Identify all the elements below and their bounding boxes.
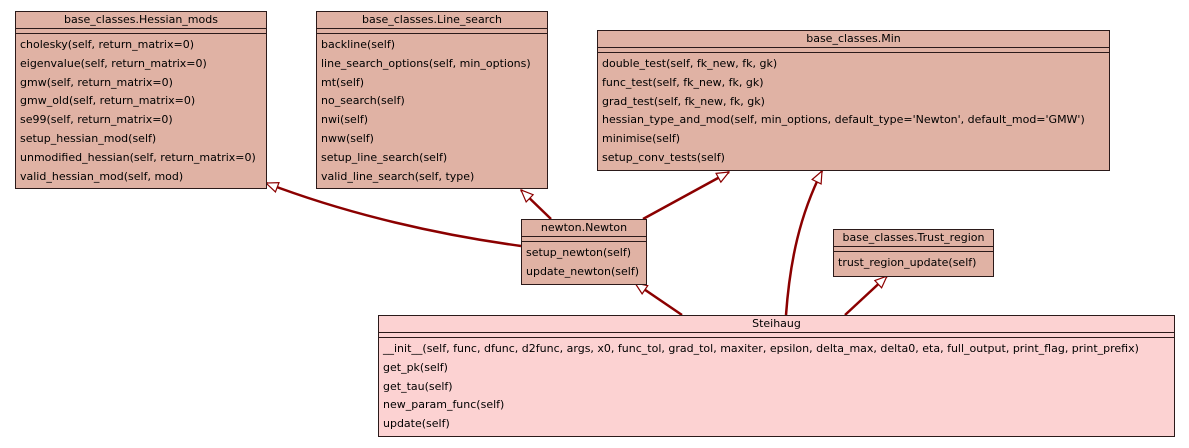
methods-compartment: cholesky(self, return_matrix=0) eigenval… <box>16 34 266 186</box>
class-name: newton.Newton <box>522 220 646 237</box>
method: no_search(self) <box>321 94 405 108</box>
edge-newton-to-hessian-mods <box>266 181 522 248</box>
method: setup_conv_tests(self) <box>602 150 725 164</box>
class-name: base_classes.Hessian_mods <box>16 12 266 29</box>
method: setup_hessian_mod(self) <box>20 131 157 145</box>
attributes-compartment <box>598 48 1109 53</box>
method: nww(self) <box>321 131 374 145</box>
edge-newton-to-min <box>642 170 729 221</box>
method: __init__(self, func, dfunc, d2func, args… <box>383 342 1139 355</box>
method: gmw_old(self, return_matrix=0) <box>20 94 196 108</box>
method: se99(self, return_matrix=0) <box>20 113 173 127</box>
edge-newton-to-line-search <box>521 190 552 220</box>
methods-compartment: __init__(self, func, dfunc, d2func, args… <box>379 338 1174 434</box>
method: setup_line_search(self) <box>321 150 448 164</box>
class-min[interactable]: base_classes.Min double_test(self, fk_ne… <box>597 30 1110 171</box>
method: mt(self) <box>321 75 365 89</box>
method: get_tau(self) <box>383 379 453 393</box>
class-trust-region[interactable]: base_classes.Trust_region trust_region_u… <box>833 229 994 277</box>
class-name: base_classes.Trust_region <box>834 230 993 247</box>
methods-compartment: trust_region_update(self) <box>834 252 993 273</box>
method: nwi(self) <box>321 113 369 127</box>
attributes-compartment <box>317 29 547 34</box>
method: get_pk(self) <box>383 360 448 374</box>
method: double_test(self, fk_new, fk, gk) <box>602 57 778 70</box>
method: trust_region_update(self) <box>838 256 977 269</box>
method: update_newton(self) <box>526 264 640 278</box>
method: line_search_options(self, min_options) <box>321 56 531 70</box>
class-steihaug[interactable]: Steihaug __init__(self, func, dfunc, d2f… <box>378 315 1175 437</box>
attributes-compartment <box>16 29 266 34</box>
method: eigenvalue(self, return_matrix=0) <box>20 56 207 70</box>
method: new_param_func(self) <box>383 398 505 412</box>
method: func_test(self, fk_new, fk, gk) <box>602 75 764 89</box>
edge-steihaug-to-trust-region <box>844 276 887 316</box>
method: hessian_type_and_mod(self, min_options, … <box>602 113 1085 127</box>
method: backline(self) <box>321 38 396 51</box>
method: unmodified_hessian(self, return_matrix=0… <box>20 150 256 164</box>
class-name: Steihaug <box>379 316 1174 333</box>
attributes-compartment <box>522 237 646 242</box>
methods-compartment: double_test(self, fk_new, fk, gk) func_t… <box>598 53 1109 168</box>
method: setup_newton(self) <box>526 246 632 259</box>
method: gmw(self, return_matrix=0) <box>20 75 173 89</box>
method: minimise(self) <box>602 132 681 146</box>
class-line-search[interactable]: base_classes.Line_search backline(self) … <box>316 11 548 189</box>
method: valid_line_search(self, type) <box>321 169 475 183</box>
method: cholesky(self, return_matrix=0) <box>20 38 195 51</box>
attributes-compartment <box>379 333 1174 338</box>
method: update(self) <box>383 417 450 431</box>
class-name: base_classes.Min <box>598 31 1109 48</box>
methods-compartment: setup_newton(self) update_newton(self) <box>522 242 646 282</box>
attributes-compartment <box>834 247 993 252</box>
methods-compartment: backline(self) line_search_options(self,… <box>317 34 547 186</box>
edge-steihaug-to-min <box>784 171 824 316</box>
class-hessian-mods[interactable]: base_classes.Hessian_mods cholesky(self,… <box>15 11 267 189</box>
class-name: base_classes.Line_search <box>317 12 547 29</box>
class-newton[interactable]: newton.Newton setup_newton(self) update_… <box>521 219 647 285</box>
method: valid_hessian_mod(self, mod) <box>20 169 184 183</box>
method: grad_test(self, fk_new, fk, gk) <box>602 94 765 108</box>
edge-steihaug-to-newton <box>635 281 683 317</box>
